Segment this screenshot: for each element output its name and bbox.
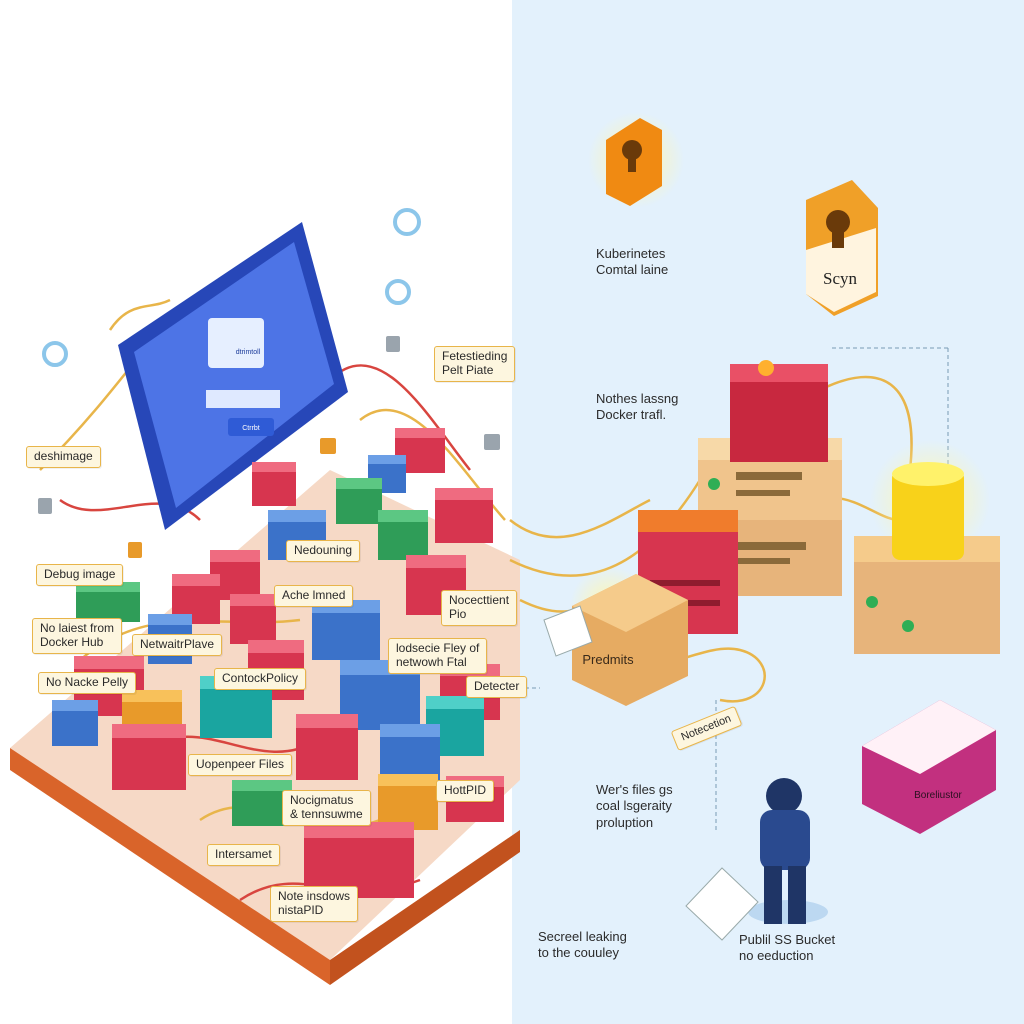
attacker-figure [748,778,828,924]
paper-note-icon [543,605,593,657]
intersamet-label: Intersamet [207,844,280,866]
hotpid-label: HottPID [436,780,495,802]
document-icon [685,867,759,941]
storage-box-label: Boreliustor [914,790,962,801]
uopenpeer-label: Uopenpeer Files [188,754,293,776]
ache-lmned-label: Ache lmned [274,585,354,607]
container-cubes [52,428,504,898]
no-nacke-label: No Nacke Pelly [38,672,137,694]
debug-image-label: Debug image [36,564,124,586]
secret-file-label: Scyn [823,269,858,288]
monitor-illustration: dtrimtoll Ctrrbt [118,222,348,530]
padlock-icon [38,336,500,558]
secret-file-icon: Scyn [806,180,878,316]
gear-icon [42,208,421,367]
contock-policy-label: ContockPolicy [214,668,307,690]
dashed-connector [832,347,949,480]
storage-box: Boreliustor [862,700,996,834]
box-label: Predmits [582,652,634,667]
detect-label: Detecter [466,676,528,698]
nedouning-label: Nedouning [286,540,361,562]
deshimage-label: deshimage [26,446,101,468]
database-icon [854,440,1000,654]
networkplave-label: NetwaitrPlave [132,634,223,656]
server-stack [698,360,842,596]
login-label: dtrimtoll [236,349,261,356]
key-lock-icon [588,112,684,208]
cardboard-box: Predmits [570,566,688,706]
nocigmatus-label: Nocigmatus& tennsuwme [282,790,371,826]
screen-button-label: Ctrrbt [242,425,260,432]
